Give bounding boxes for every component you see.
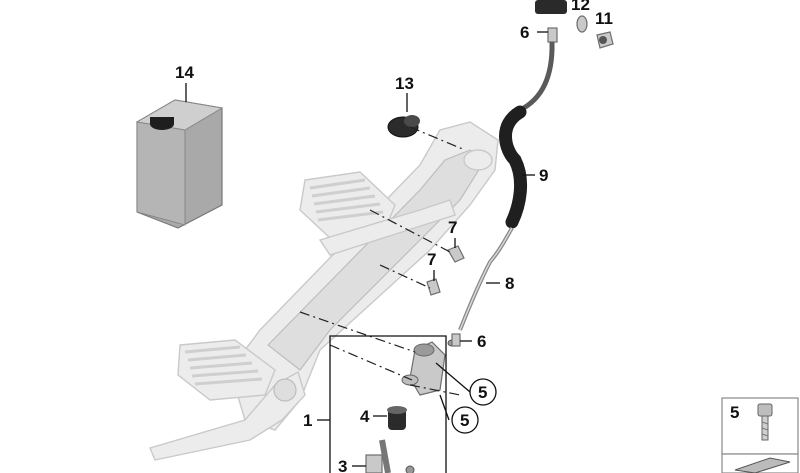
grommet [387,115,420,138]
callout-5b: 5 [460,411,469,430]
group-1-bracket [329,335,447,473]
lower-footpeg [177,339,276,401]
clips [426,245,465,296]
callout-13: 13 [395,74,414,93]
upper-footpeg [299,171,396,239]
callout-3: 3 [338,457,347,473]
alignment-lines [299,126,466,396]
callout-labels: 14 13 12 11 6 9 7 7 8 6 5 5 1 4 3 [175,0,613,473]
callout-7a: 7 [448,218,457,237]
master-cylinder [401,339,457,396]
callout-circle-5b [451,406,479,434]
callout-12: 12 [571,0,590,14]
push-rod [365,439,415,473]
callout-14: 14 [175,63,194,82]
callout-circle-5a [469,378,497,406]
callout-8: 8 [505,274,514,293]
callout-1: 1 [303,411,312,430]
callout-6b: 6 [477,332,486,351]
inset-label: 5 [730,403,739,422]
callout-9: 9 [539,166,548,185]
footrest-assembly-ghost [149,121,499,461]
leader-lines [185,31,548,467]
screw-icon [757,403,773,441]
brake-pipe [458,226,514,331]
inset-part-5: 5 [721,397,799,473]
brake-fluid-can [135,99,224,229]
inset-arrow-icon [734,457,791,473]
callout-6a: 6 [520,23,529,42]
callout-5a: 5 [478,383,487,402]
brake-hose [499,41,555,229]
piston-seal [387,406,407,430]
callout-11: 11 [595,9,613,28]
reservoir-top [535,0,614,49]
callout-4: 4 [360,407,370,426]
pipe-fitting [451,333,461,347]
callout-7b: 7 [427,250,436,269]
